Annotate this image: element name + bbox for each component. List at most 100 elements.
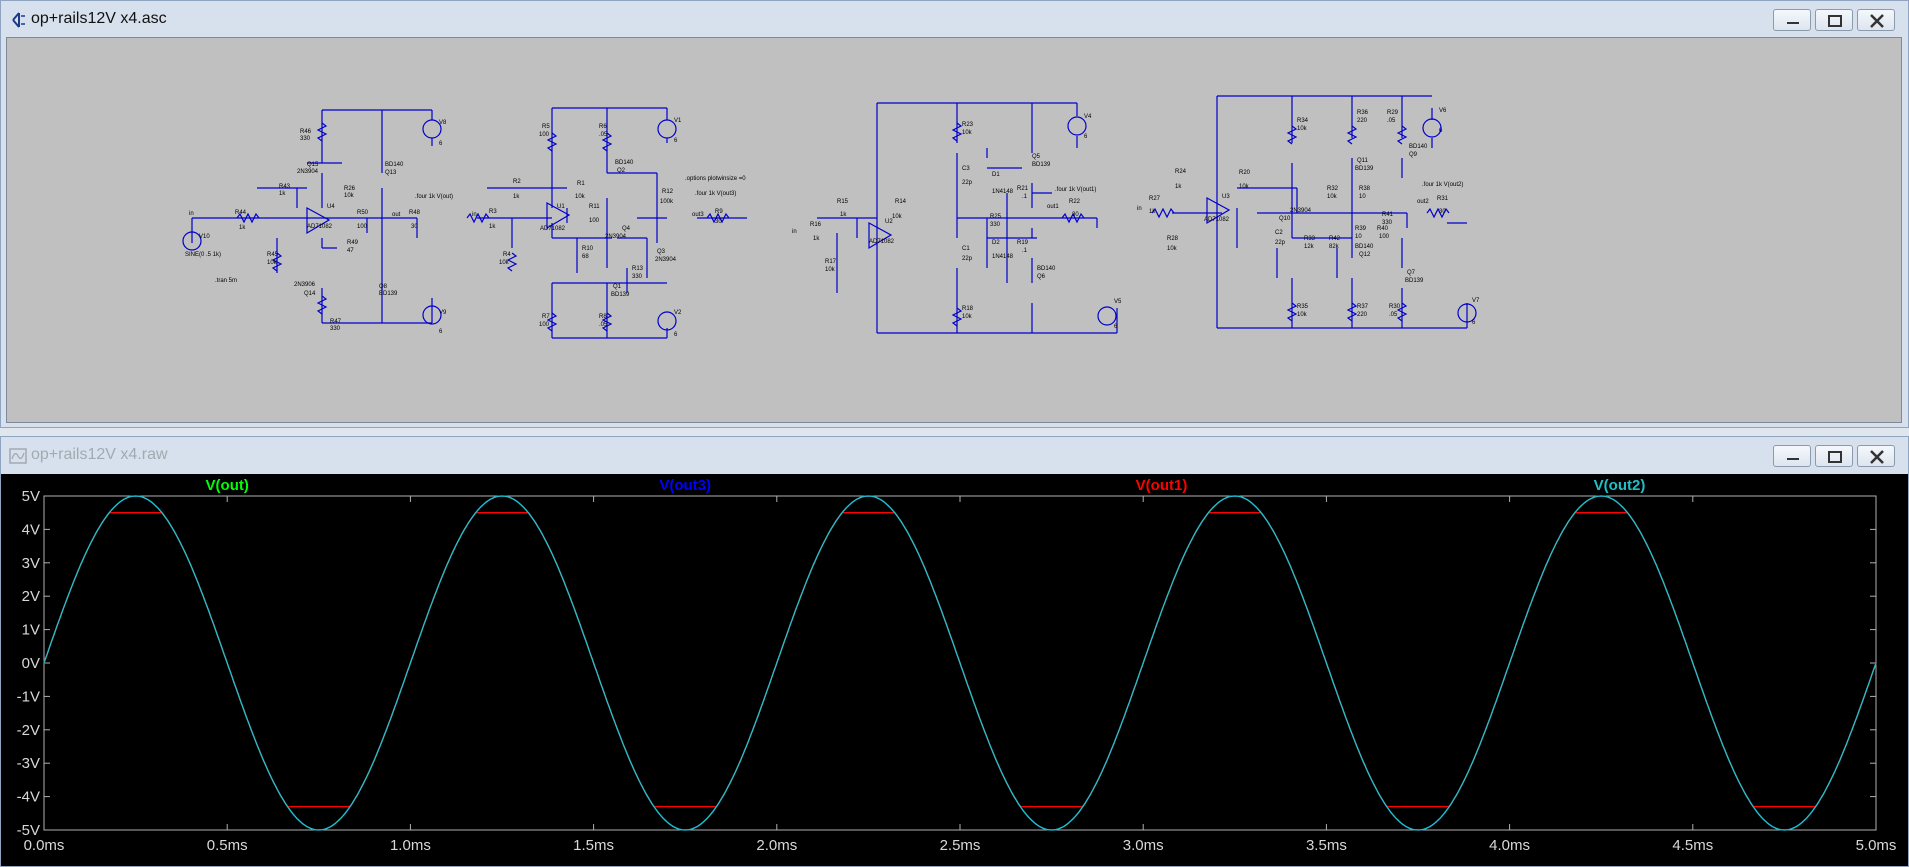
svg-text:R31: R31 (1437, 196, 1449, 202)
svg-text:10k: 10k (1297, 312, 1308, 318)
svg-text:10k: 10k (962, 314, 973, 320)
close-icon (1870, 450, 1884, 464)
svg-text:2N3906: 2N3906 (294, 282, 316, 288)
svg-text:22p: 22p (962, 180, 973, 186)
svg-text:1N4148: 1N4148 (992, 189, 1014, 195)
schematic-wires (191, 95, 1468, 339)
svg-text:Q13: Q13 (385, 170, 397, 176)
svg-text:1k: 1k (489, 224, 496, 230)
svg-text:R26: R26 (344, 186, 356, 192)
svg-text:10: 10 (1359, 194, 1366, 200)
svg-text:100: 100 (539, 132, 550, 138)
svg-text:R11: R11 (589, 204, 600, 210)
svg-text:C1: C1 (962, 246, 970, 252)
svg-text:R36: R36 (1357, 110, 1369, 116)
svg-text:100: 100 (539, 322, 550, 328)
svg-text:.05: .05 (599, 132, 608, 138)
x-tick-label: 3.5ms (1306, 837, 1347, 854)
svg-text:R5: R5 (542, 124, 550, 130)
svg-text:Q1: Q1 (613, 284, 622, 290)
svg-text:.four 1k V(out3): .four 1k V(out3) (695, 191, 736, 197)
svg-text:.05: .05 (1389, 312, 1398, 318)
svg-text:1k: 1k (279, 191, 286, 197)
schematic-canvas[interactable]: R46 330 V8 6 Q15 2N3904 BD140 Q13 R43 1k… (6, 37, 1902, 423)
legend-item[interactable]: V(out1) (1136, 477, 1188, 494)
svg-text:R18: R18 (962, 306, 974, 312)
svg-text:C3: C3 (962, 166, 970, 172)
minimize-button[interactable] (1773, 9, 1811, 31)
waveform-titlebar[interactable]: op+rails12V x4.raw (1, 437, 1908, 475)
svg-text:out2: out2 (1417, 199, 1429, 205)
x-tick-label: 0.5ms (207, 837, 248, 854)
svg-text:R3: R3 (489, 209, 497, 215)
restore-icon (1828, 451, 1842, 463)
x-tick-label: 2.0ms (756, 837, 797, 854)
svg-text:V8: V8 (439, 120, 447, 126)
svg-text:U4: U4 (327, 204, 335, 210)
svg-text:R27: R27 (1149, 196, 1161, 202)
svg-text:1k: 1k (840, 212, 847, 218)
close-button[interactable] (1857, 445, 1895, 467)
svg-text:30: 30 (1439, 209, 1446, 215)
trace-legend[interactable]: V(out) V(out3) V(out1) V(out2) (206, 477, 1646, 494)
svg-text:6: 6 (1439, 128, 1443, 134)
svg-text:R30: R30 (1389, 304, 1401, 310)
voltage-sources (182, 116, 1477, 331)
y-tick-label: 3V (22, 555, 40, 572)
svg-text:R2: R2 (513, 179, 521, 185)
svg-text:BD139: BD139 (611, 292, 630, 298)
svg-text:2N3904: 2N3904 (655, 257, 677, 263)
svg-text:Q5: Q5 (1032, 154, 1041, 160)
svg-text:10k: 10k (892, 214, 903, 220)
svg-text:10k: 10k (575, 194, 586, 200)
maximize-button[interactable] (1815, 445, 1853, 467)
svg-text:68: 68 (582, 254, 589, 260)
opamp-symbols (306, 196, 1231, 250)
y-tick-label: 2V (22, 588, 40, 605)
svg-text:330: 330 (990, 222, 1001, 228)
svg-text:6: 6 (674, 138, 678, 144)
svg-text:R4: R4 (503, 252, 511, 258)
svg-text:330: 330 (330, 326, 341, 332)
svg-text:Q3: Q3 (657, 249, 666, 255)
svg-text:BD140: BD140 (1037, 266, 1056, 272)
waveform-app-icon (9, 448, 27, 464)
svg-text:2N3904: 2N3904 (1290, 208, 1312, 214)
svg-text:R12: R12 (662, 189, 674, 195)
close-button[interactable] (1857, 9, 1895, 31)
x-tick-label: 2.5ms (940, 837, 981, 854)
svg-text:out3: out3 (692, 212, 704, 218)
legend-item[interactable]: V(out3) (659, 477, 711, 494)
schematic-drawing[interactable]: R46 330 V8 6 Q15 2N3904 BD140 Q13 R43 1k… (7, 38, 1901, 422)
svg-text:R33: R33 (1304, 236, 1316, 242)
restore-icon (1828, 15, 1842, 27)
minimize-button[interactable] (1773, 445, 1811, 467)
svg-text:BD140: BD140 (1355, 244, 1374, 250)
svg-text:R35: R35 (1297, 304, 1309, 310)
svg-text:330: 330 (300, 136, 311, 142)
legend-item[interactable]: V(out2) (1594, 477, 1646, 494)
legend-item[interactable]: V(out) (206, 477, 249, 494)
svg-text:V5: V5 (1114, 299, 1122, 305)
schematic-titlebar[interactable]: op+rails12V x4.asc (1, 1, 1908, 39)
svg-text:6: 6 (439, 329, 443, 335)
svg-text:D1: D1 (992, 172, 1000, 178)
svg-text:6: 6 (1114, 324, 1118, 330)
maximize-button[interactable] (1815, 9, 1853, 31)
svg-text:22p: 22p (1275, 240, 1286, 246)
svg-text:12k: 12k (1304, 244, 1315, 250)
svg-text:.1: .1 (1022, 194, 1028, 200)
svg-text:47: 47 (347, 248, 354, 254)
svg-text:U2: U2 (885, 219, 893, 225)
traces (43, 495, 1877, 831)
svg-text:30: 30 (1072, 212, 1079, 218)
svg-text:.four 1k V(out): .four 1k V(out) (415, 194, 453, 200)
svg-text:R43: R43 (279, 184, 291, 190)
svg-text:U3: U3 (1222, 194, 1230, 200)
svg-text:1N4148: 1N4148 (992, 254, 1014, 260)
